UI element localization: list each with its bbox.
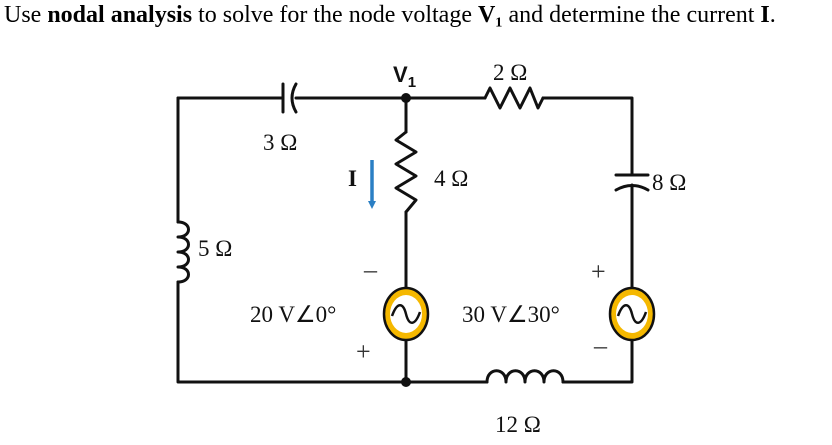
question-bold-nodal: nodal analysis [47, 2, 193, 28]
node-bottom-dot [401, 377, 411, 387]
question-text: Use nodal analysis to solve for the node… [4, 2, 776, 29]
source2-bottom-sign: – [593, 331, 608, 360]
capacitor-8ohm [614, 173, 650, 192]
node-v1-label: V1 [393, 62, 416, 91]
capacitor-3ohm [281, 82, 298, 114]
source1-top-sign: – [363, 255, 378, 284]
question-bold-i: I [760, 2, 770, 28]
inductor-12ohm [485, 369, 565, 384]
sine-wave-icon [390, 304, 422, 324]
inductor-5ohm [176, 220, 190, 284]
wire-right-source-to-bottom [561, 338, 634, 384]
question-part4: . [769, 2, 776, 28]
source1-bottom-sign: + [356, 337, 371, 366]
node-v1-dot [401, 93, 411, 103]
voltage-source-1 [382, 286, 430, 342]
cap-3ohm-label: 3 Ω [263, 130, 297, 155]
res-2ohm-label: 2 Ω [493, 60, 527, 85]
resistor-2ohm [483, 86, 545, 110]
res-4ohm-label: 4 Ω [434, 166, 468, 191]
ind-5ohm-label: 5 Ω [198, 236, 232, 261]
question-part2: to solve for the node voltage [192, 2, 478, 28]
current-label: I [348, 166, 357, 191]
question-part1: Use [4, 2, 48, 28]
resistor-4ohm [394, 130, 418, 214]
wires [176, 96, 634, 384]
wire-top-res-to-right [541, 96, 634, 177]
sine-wave-icon [616, 304, 648, 324]
source1-label: 20 V∠0° [250, 302, 336, 327]
voltage-source-2 [608, 286, 656, 342]
wire-bottom-left [176, 280, 408, 384]
question-bold-v1: V₁ [478, 2, 503, 28]
source2-top-sign: + [591, 257, 606, 286]
question-part3: and determine the current [502, 2, 761, 28]
cap-8ohm-label: 8 Ω [652, 170, 686, 195]
source2-label: 30 V∠30° [462, 302, 560, 327]
ind-12ohm-label: 12 Ω [495, 412, 541, 437]
